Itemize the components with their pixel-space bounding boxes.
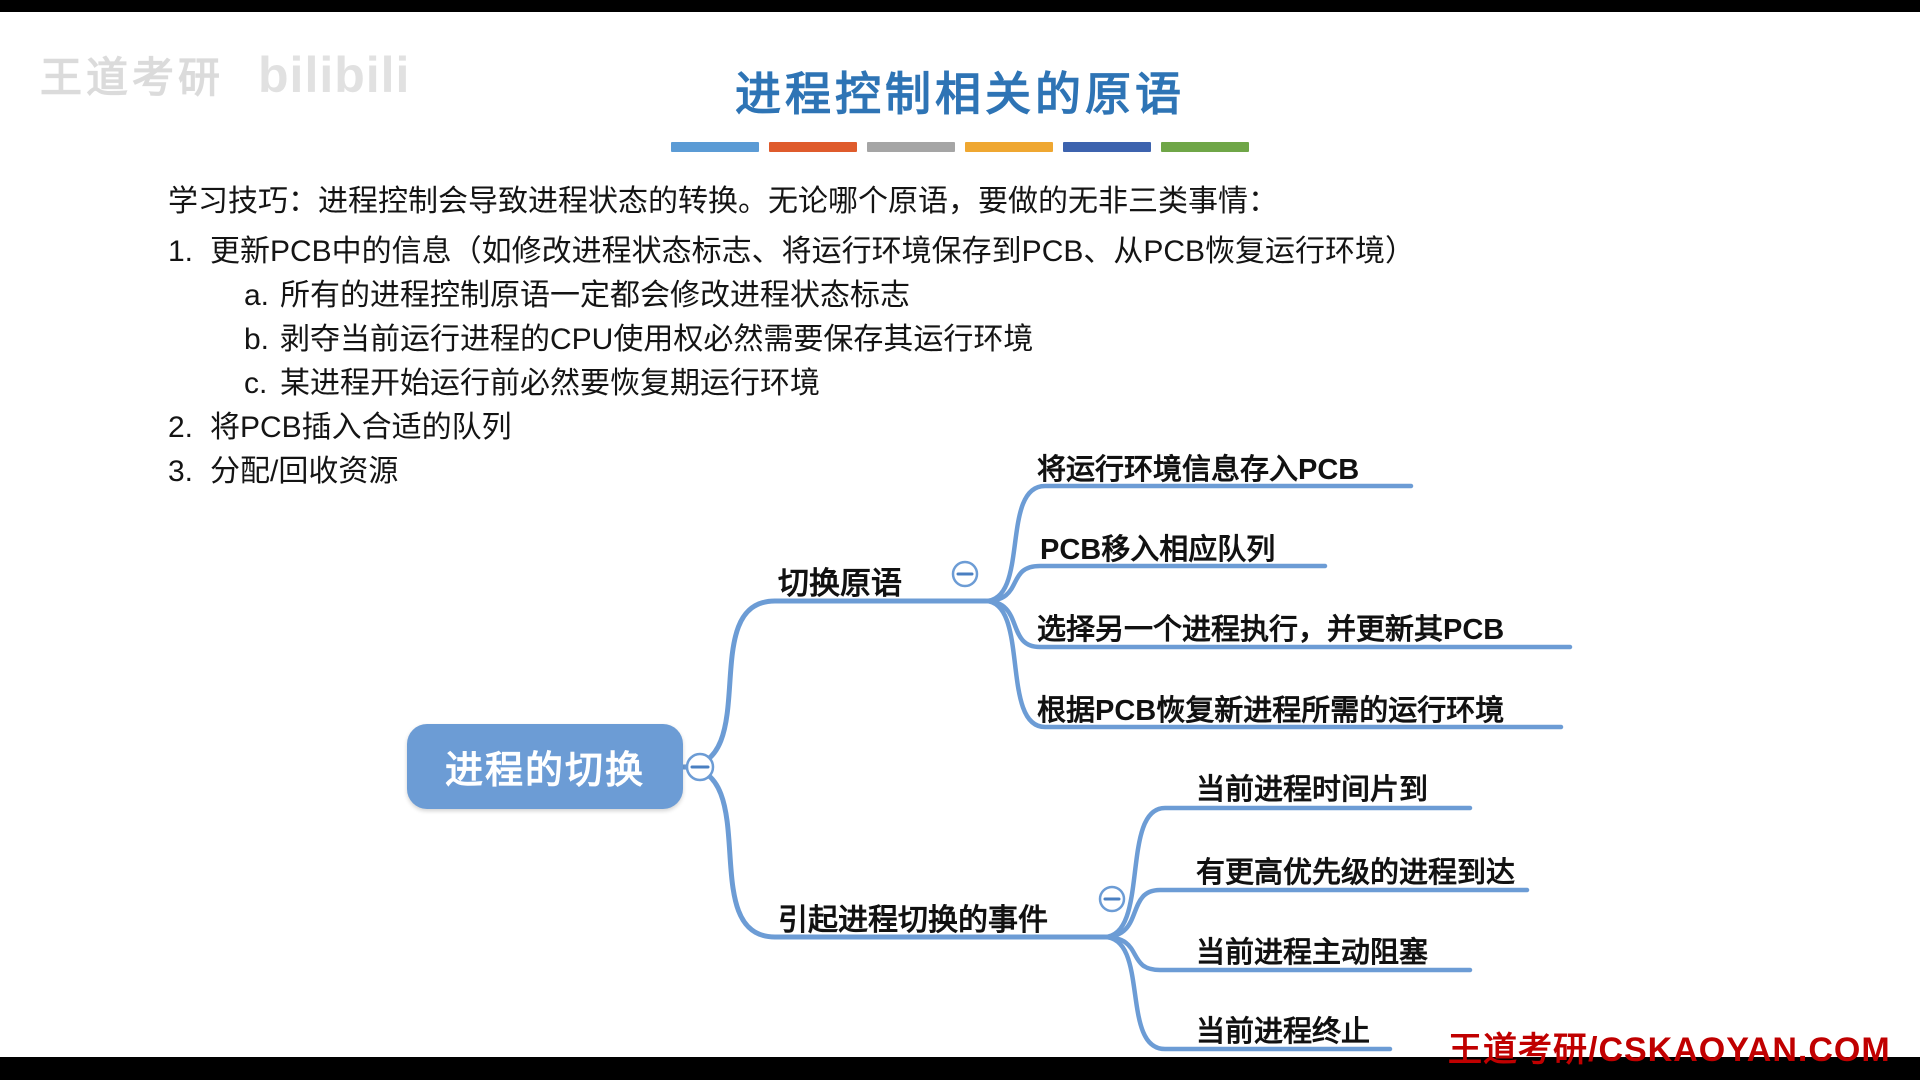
- list-text: 某进程开始运行前必然要恢复期运行环境: [280, 367, 820, 400]
- bilibili-logo: bilibili: [258, 46, 411, 103]
- cskaoyan-watermark: 王道考研/CSKAOYAN.COM: [1448, 1031, 1891, 1069]
- divider-segment: [867, 142, 955, 152]
- list-text: 更新PCB中的信息（如修改进程状态标志、将运行环境保存到PCB、从PCB恢复运行…: [210, 235, 1416, 268]
- wangdao-watermark: 王道考研: [40, 54, 225, 101]
- list-text: 将PCB插入合适的队列: [210, 411, 512, 444]
- branch2-child1-line: [1101, 805, 1473, 940]
- letterbox-top: [0, 0, 1920, 12]
- mindmap-root-node: 进程的切换: [407, 724, 683, 809]
- list-number: 3.: [168, 455, 194, 488]
- branch1-child2-line: [982, 563, 1328, 604]
- notes-item-1a: a. 所有的进程控制原语一定都会修改进程状态标志: [168, 274, 1688, 318]
- notes-item-1b: b. 剥夺当前运行进程的CPU使用权必然需要保存其运行环境: [168, 318, 1688, 362]
- branch2-collapse-icon[interactable]: [1098, 885, 1126, 913]
- branch2-child4-line: [1101, 934, 1393, 1052]
- mindmap-leaf: 选择另一个进程执行，并更新其PCB: [1037, 614, 1505, 646]
- mindmap-leaf: 根据PCB恢复新进程所需的运行环境: [1037, 695, 1505, 727]
- mindmap-leaf: 当前进程时间片到: [1196, 774, 1429, 806]
- branch1-child4-line: [982, 598, 1564, 730]
- branch1-line: [680, 598, 988, 770]
- branch1-collapse-icon[interactable]: [951, 560, 979, 588]
- root-collapse-icon[interactable]: [685, 752, 715, 782]
- branch1-child1-line: [982, 483, 1414, 604]
- mindmap-branch-switch-primitive: 切换原语: [778, 566, 902, 601]
- list-letter: b.: [244, 323, 270, 356]
- mindmap-branch-switch-events: 引起进程切换的事件: [778, 904, 1048, 937]
- mindmap-leaf: 将运行环境信息存入PCB: [1037, 454, 1360, 486]
- list-number: 2.: [168, 411, 194, 444]
- branch2-child2-line: [1101, 887, 1530, 940]
- divider-segment: [769, 142, 857, 152]
- mindmap-leaf: PCB移入相应队列: [1040, 534, 1276, 566]
- mindmap-leaf: 当前进程主动阻塞: [1196, 937, 1429, 969]
- list-text: 分配/回收资源: [210, 455, 399, 488]
- list-text: 所有的进程控制原语一定都会修改进程状态标志: [280, 279, 910, 312]
- notes-intro: 学习技巧：进程控制会导致进程状态的转换。无论哪个原语，要做的无非三类事情：: [168, 180, 1688, 224]
- top-left-watermarks: 王道考研 bilibili: [40, 44, 410, 105]
- notes-intro-text: 学习技巧：进程控制会导致进程状态的转换。无论哪个原语，要做的无非三类事情：: [168, 185, 1278, 218]
- title-divider: [0, 142, 1920, 152]
- notes-item-1: 1. 更新PCB中的信息（如修改进程状态标志、将运行环境保存到PCB、从PCB恢…: [168, 230, 1688, 274]
- notes-block: 学习技巧：进程控制会导致进程状态的转换。无论哪个原语，要做的无非三类事情： 1.…: [168, 180, 1688, 494]
- notes-item-3: 3. 分配/回收资源: [168, 450, 1688, 494]
- list-text: 剥夺当前运行进程的CPU使用权必然需要保存其运行环境: [280, 323, 1034, 356]
- mindmap-leaf: 有更高优先级的进程到达: [1196, 857, 1516, 889]
- divider-segment: [965, 142, 1053, 152]
- divider-segment: [671, 142, 759, 152]
- letterbox-bottom: [0, 1057, 1920, 1080]
- list-letter: a.: [244, 279, 270, 312]
- list-letter: c.: [244, 367, 268, 400]
- slide-title: 进程控制相关的原语: [735, 68, 1185, 120]
- divider-segment: [1161, 142, 1249, 152]
- mindmap-leaf: 当前进程终止: [1196, 1016, 1371, 1048]
- list-number: 1.: [168, 235, 194, 268]
- notes-item-1c: c. 某进程开始运行前必然要恢复期运行环境: [168, 362, 1688, 406]
- divider-segment: [1063, 142, 1151, 152]
- notes-item-2: 2. 将PCB插入合适的队列: [168, 406, 1688, 450]
